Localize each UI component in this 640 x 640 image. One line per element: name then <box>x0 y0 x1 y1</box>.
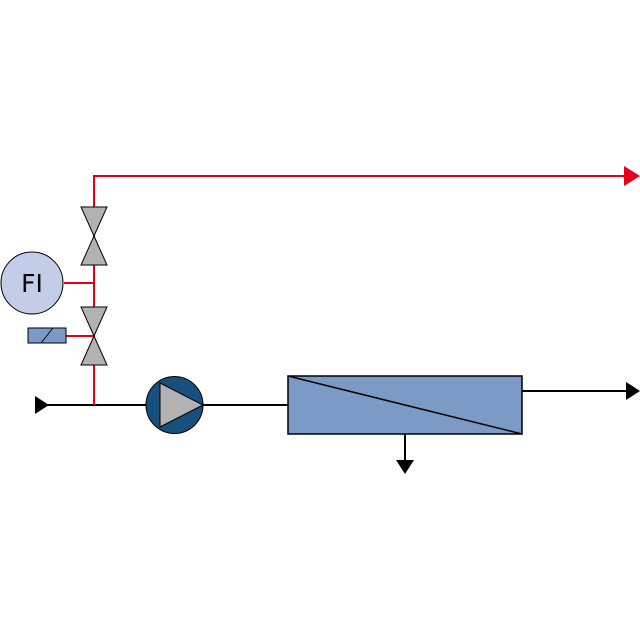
instrument-bubble <box>0 251 64 315</box>
membrane-filter-icon <box>287 375 523 435</box>
instrument-label: FI <box>21 269 43 298</box>
bypass-line <box>64 175 626 405</box>
valve-icon <box>80 306 108 366</box>
valve-lower-bottom-triangle <box>80 334 108 366</box>
inlet-arrow-icon <box>35 396 49 414</box>
flow-indicator-instrument: FI <box>0 251 64 315</box>
outlet-arrow-icon <box>626 382 640 400</box>
solenoid-actuator-icon <box>27 327 67 344</box>
valve-lower-top-triangle <box>80 306 108 338</box>
valve-upper-bottom-triangle <box>80 234 108 266</box>
membrane-line <box>287 375 523 435</box>
valve-upper-top-triangle <box>80 206 108 238</box>
valve-icon <box>80 206 108 266</box>
bypass-riser <box>93 175 626 405</box>
bypass-outlet-arrow-icon <box>624 166 640 186</box>
drain-arrow-icon <box>396 460 414 474</box>
centrifugal-pump-icon <box>145 376 205 434</box>
